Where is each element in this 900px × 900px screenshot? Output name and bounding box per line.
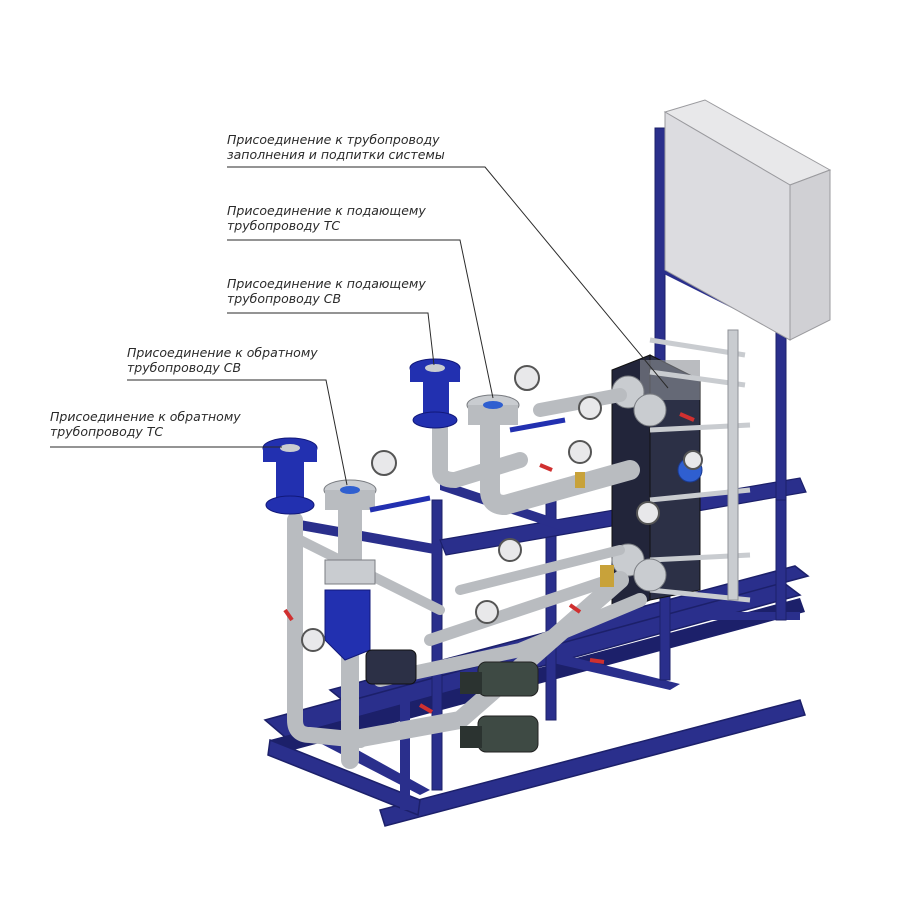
leader-lines [50, 166, 669, 486]
flange-assemblies [262, 358, 566, 661]
heat-exchanger-icon [611, 329, 751, 616]
control-cabinet-icon [654, 99, 832, 549]
callout-line: Присоединение к подающему [227, 276, 426, 291]
leader-line-supply-sv [227, 312, 435, 366]
leader-line-fill [227, 166, 669, 389]
callout-line: трубопроводу ТС [50, 424, 164, 439]
callout-line: Присоединение к обратному [127, 345, 318, 360]
callout-line: Присоединение к трубопроводу [227, 132, 440, 147]
callout-fill-makeup-connection: Присоединение к трубопроводу заполнения … [227, 132, 445, 162]
pump-icon [365, 649, 539, 753]
leader-line-supply-ts [227, 239, 494, 399]
callout-return-sv-connection: Присоединение к обратному трубопроводу С… [127, 345, 318, 375]
callout-line: трубопроводу СВ [227, 291, 342, 306]
callout-line: трубопроводу ТС [227, 218, 341, 233]
pressure-gauges [301, 365, 703, 652]
callout-line: заполнения и подпитки системы [227, 147, 445, 162]
callout-line: Присоединение к обратному [50, 409, 241, 424]
callout-line: Присоединение к подающему [227, 203, 426, 218]
callout-line: трубопроводу СВ [127, 360, 242, 375]
callout-supply-sv-connection: Присоединение к подающему трубопроводу С… [227, 276, 426, 306]
callout-return-ts-connection: Присоединение к обратному трубопроводу Т… [50, 409, 241, 439]
leader-line-return-sv [127, 379, 348, 486]
callout-supply-ts-connection: Присоединение к подающему трубопроводу Т… [227, 203, 426, 233]
ball-valve-icon [283, 412, 695, 714]
